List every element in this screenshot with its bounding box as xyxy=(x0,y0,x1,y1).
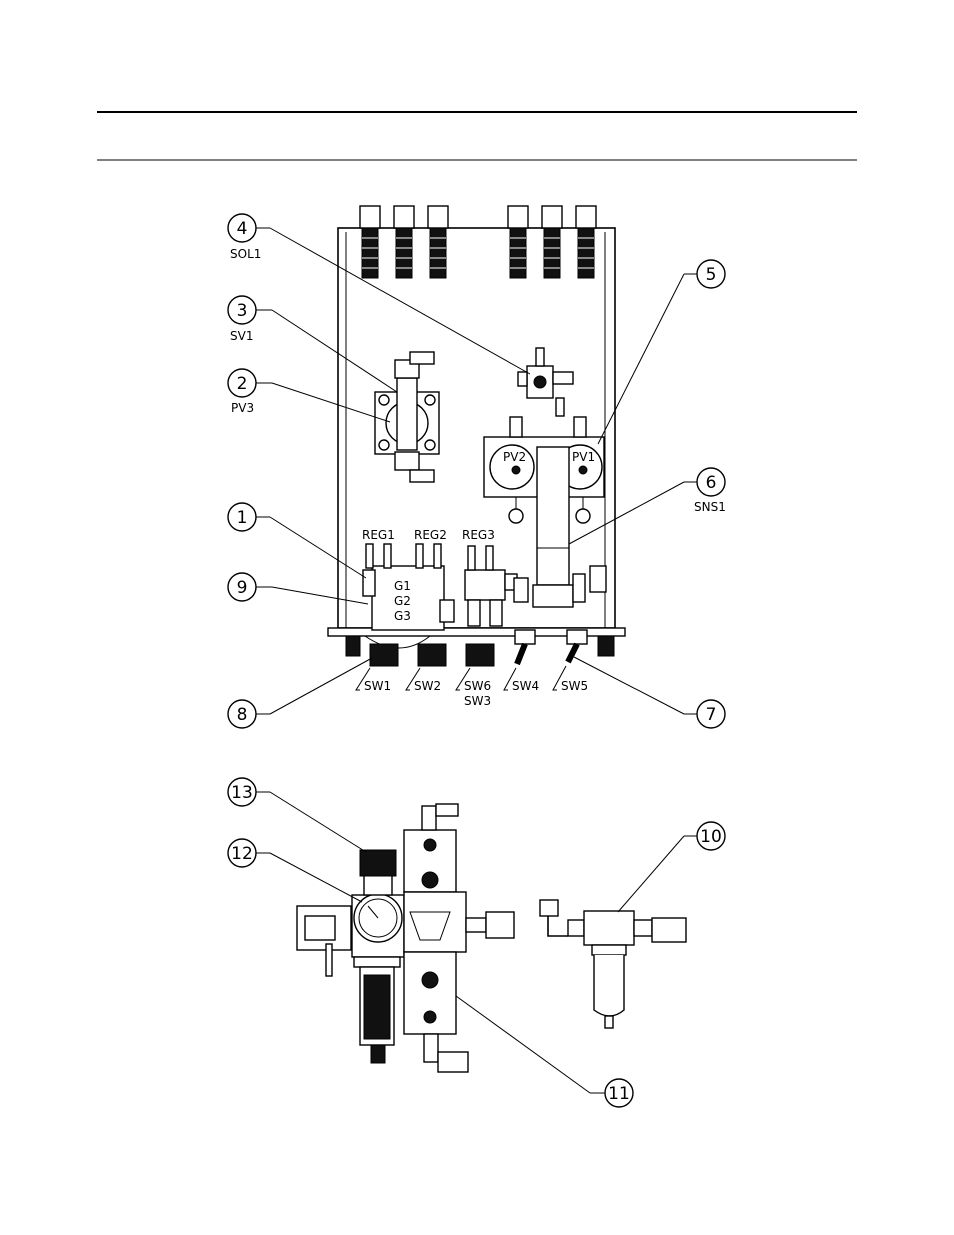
label-sw6: SW6 xyxy=(464,679,491,693)
callout-3-sub: SV1 xyxy=(230,329,253,343)
svg-text:2: 2 xyxy=(237,374,248,394)
filter-regulator-assembly xyxy=(297,850,404,1063)
top-fittings xyxy=(360,206,596,278)
callout-2-sub: PV3 xyxy=(231,401,254,415)
callout-9: 9 xyxy=(228,573,368,604)
label-sw2: SW2 xyxy=(414,679,441,693)
pressure-valve-pv3 xyxy=(375,352,439,482)
label-sw5: SW5 xyxy=(561,679,588,693)
callout-6-sub: SNS1 xyxy=(694,500,726,514)
valve-stack xyxy=(404,804,514,1072)
svg-text:10: 10 xyxy=(700,827,722,847)
svg-text:1: 1 xyxy=(237,508,248,528)
callout-12: 12 xyxy=(228,839,362,902)
label-g2: G2 xyxy=(394,594,411,608)
svg-text:4: 4 xyxy=(237,219,248,239)
svg-text:5: 5 xyxy=(706,265,717,285)
svg-text:8: 8 xyxy=(237,705,248,725)
callout-5: 5 xyxy=(598,260,725,444)
callout-4-sub: SOL1 xyxy=(230,247,261,261)
control-panel xyxy=(328,206,625,666)
callout-1: 1 xyxy=(228,503,366,578)
label-sw1: SW1 xyxy=(364,679,391,693)
label-reg2: REG2 xyxy=(414,528,447,542)
label-pv1: PV1 xyxy=(572,450,595,464)
label-sw4: SW4 xyxy=(512,679,539,693)
callout-2: 2 PV3 xyxy=(228,369,390,422)
label-reg1: REG1 xyxy=(362,528,395,542)
callout-4: 4 SOL1 xyxy=(228,214,530,374)
svg-text:12: 12 xyxy=(231,844,253,864)
callout-7: 7 xyxy=(574,657,725,728)
svg-text:11: 11 xyxy=(608,1084,630,1104)
svg-text:3: 3 xyxy=(237,301,248,321)
label-reg3: REG3 xyxy=(462,528,495,542)
inline-filter xyxy=(540,900,686,1028)
sensor-sns1 xyxy=(533,447,573,607)
label-g3: G3 xyxy=(394,609,411,623)
label-sw3: SW3 xyxy=(464,694,491,708)
label-pv2: PV2 xyxy=(503,450,526,464)
label-g1: G1 xyxy=(394,579,411,593)
svg-text:6: 6 xyxy=(706,473,717,493)
svg-text:9: 9 xyxy=(237,578,248,598)
callout-8: 8 xyxy=(228,658,372,728)
solenoid-sol1 xyxy=(518,348,573,416)
svg-text:7: 7 xyxy=(706,705,717,725)
svg-text:13: 13 xyxy=(231,783,253,803)
callout-10: 10 xyxy=(618,822,725,912)
